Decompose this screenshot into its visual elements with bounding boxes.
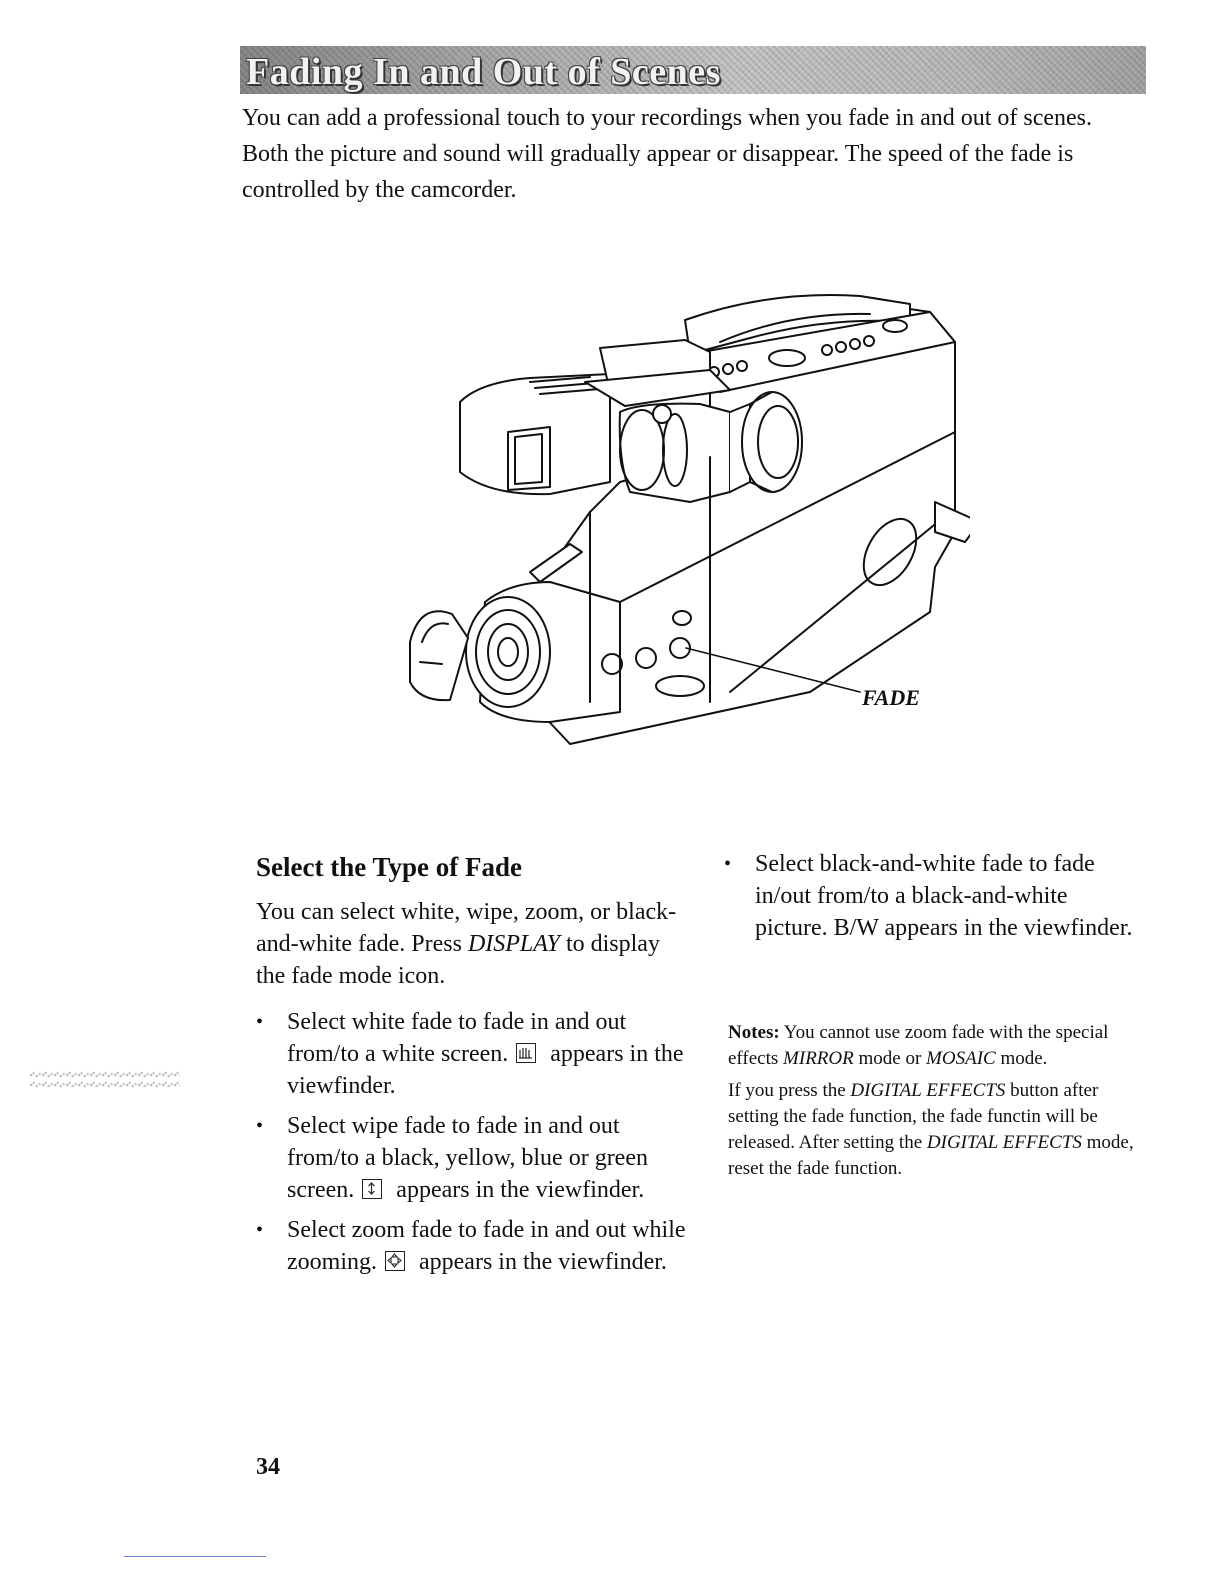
- scan-speckle: [30, 1070, 180, 1090]
- title-banner: Fading In and Out of Scenes: [240, 46, 1146, 94]
- page-title: Fading In and Out of Scenes: [246, 51, 721, 93]
- camcorder-illustration: [409, 294, 970, 745]
- right-column: Select black-and-white fade to fade in/o…: [724, 848, 1144, 952]
- left-column: You can select white, wipe, zoom, or bla…: [256, 896, 688, 1286]
- fade-callout-label: FADE: [862, 685, 920, 710]
- bw-fade-list: Select black-and-white fade to fade in/o…: [724, 848, 1144, 944]
- white-fade-icon: [516, 1043, 537, 1063]
- list-item: Select wipe fade to fade in and out from…: [256, 1110, 688, 1206]
- section-title: Select the Type of Fade: [256, 852, 522, 882]
- note-1: Notes: You cannot use zoom fade with the…: [728, 1022, 1109, 1069]
- footer-rule: [124, 1556, 266, 1557]
- notes-block: Notes: You cannot use zoom fade with the…: [728, 1020, 1140, 1188]
- intro-paragraph: You can add a professional touch to your…: [242, 105, 1093, 203]
- list-item: Select white fade to fade in and out fro…: [256, 1006, 688, 1102]
- section-intro: You can select white, wipe, zoom, or bla…: [256, 899, 677, 989]
- wipe-fade-icon: [362, 1179, 383, 1199]
- page-number: 34: [256, 1454, 280, 1480]
- list-item: Select black-and-white fade to fade in/o…: [724, 848, 1144, 944]
- zoom-fade-icon: [385, 1251, 405, 1271]
- note-2: If you press the DIGITAL EFFECTS button …: [728, 1080, 1134, 1179]
- fade-type-list: Select white fade to fade in and out fro…: [256, 1006, 688, 1278]
- list-item: Select zoom fade to fade in and out whil…: [256, 1214, 688, 1278]
